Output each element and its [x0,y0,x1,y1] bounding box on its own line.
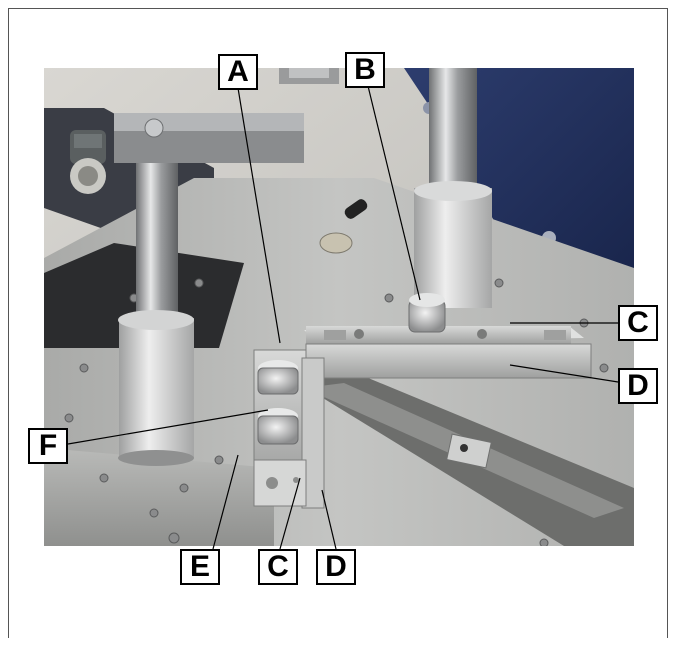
callout-f: F [28,428,68,464]
callout-a: A [218,54,258,90]
callout-c-bottom: C [258,549,298,585]
callout-d-right: D [618,368,658,404]
callout-e: E [180,549,220,585]
callout-c-right: C [618,305,658,341]
callout-b: B [345,52,385,88]
callout-d-bottom: D [316,549,356,585]
machine-photo [44,68,634,546]
figure-frame [8,8,668,638]
